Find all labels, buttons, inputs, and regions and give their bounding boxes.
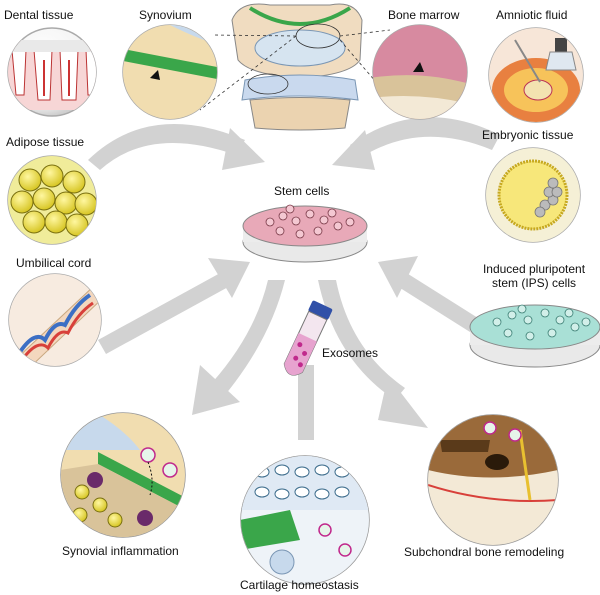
subchondral-bone-remodeling-circle (427, 414, 559, 546)
dental-tissue-circle (7, 27, 97, 117)
umbilical-cord-circle (8, 273, 102, 367)
arrow-from-ips (397, 272, 478, 332)
arrow-right-curve (350, 117, 500, 158)
arrowhead-from-cord (208, 258, 250, 298)
arrowhead-down-right (378, 376, 428, 428)
label-subchondral-bone-remodeling: Subchondral bone remodeling (404, 545, 565, 559)
label-stem-cells: Stem cells (274, 184, 330, 198)
label-synovial-inflammation: Synovial inflammation (62, 544, 179, 558)
label-bone-marrow: Bone marrow (388, 8, 460, 22)
arrow-down-left (210, 280, 285, 395)
label-embryonic-tissue: Embryonic tissue (482, 128, 574, 142)
arrowhead-from-ips (378, 256, 418, 298)
bone-marrow-circle (372, 24, 468, 120)
cartilage-homeostasis-circle (240, 455, 370, 585)
arrow-left-curve (88, 124, 245, 170)
label-umbilical-cord: Umbilical cord (16, 256, 92, 270)
label-cartilage-homeostasis: Cartilage homeostasis (240, 578, 359, 592)
exosomes-vial (283, 300, 333, 376)
label-synovium: Synovium (139, 8, 192, 22)
label-amniotic-fluid: Amniotic fluid (496, 8, 568, 22)
amniotic-fluid-circle (488, 27, 584, 123)
stem-cells-petri-dish (242, 204, 368, 263)
arrow-down-right (318, 280, 405, 400)
arrowhead-right-curve (332, 130, 375, 170)
synovium-circle (122, 24, 218, 120)
label-dental-tissue: Dental tissue (4, 8, 74, 22)
ips-cells-petri-dish (469, 304, 600, 368)
synovial-inflammation-circle (60, 412, 186, 538)
label-adipose-tissue: Adipose tissue (6, 135, 85, 149)
arrowhead-left-curve (222, 128, 265, 170)
label-exosomes: Exosomes (322, 346, 379, 360)
arrowhead-down-left (192, 365, 240, 415)
arrow-down-center (298, 365, 314, 440)
embryonic-tissue-circle (485, 147, 581, 243)
label-ips-cells: Induced pluripotent stem (IPS) cells (482, 262, 586, 290)
arrow-from-cord (98, 272, 230, 354)
arrows (88, 117, 500, 440)
knee-joint-illustration (199, 3, 401, 131)
adipose-tissue-circle (7, 155, 97, 245)
